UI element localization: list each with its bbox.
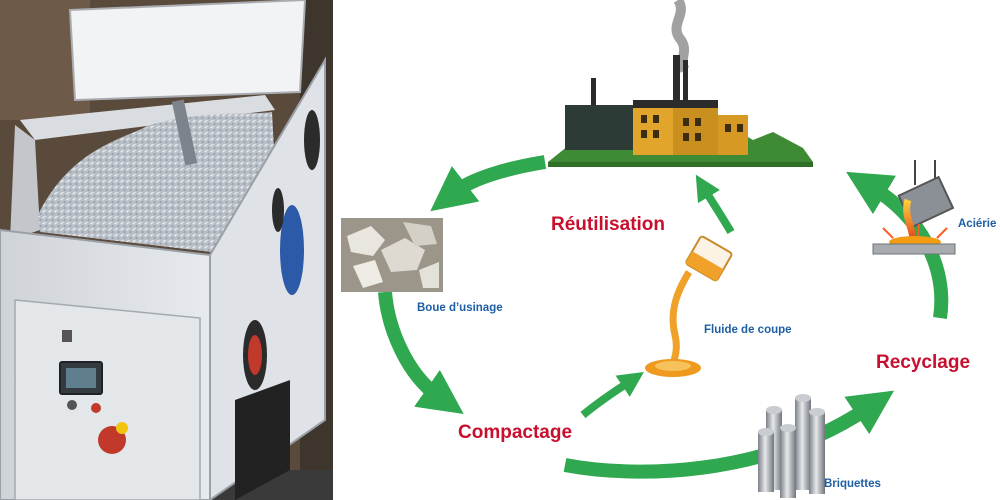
- machine-lid: [68, 0, 307, 102]
- machine-side: [209, 56, 326, 500]
- arrow-compactage-to-recyclage: [563, 390, 895, 479]
- machine-photo: [0, 0, 333, 500]
- item-boue-label: Boue d’usinage: [417, 302, 503, 314]
- stage-compactage-label: Compactage: [458, 422, 573, 443]
- briquettes-illustration: [758, 394, 825, 498]
- stage-reutilisation-label: Réutilisation: [551, 214, 666, 235]
- arrow-fluide-to-reutilisation: [695, 174, 735, 235]
- item-fluide-label: Fluide de coupe: [704, 324, 792, 336]
- recycling-diagram: [341, 0, 956, 498]
- stage-recyclage-label: Recyclage: [876, 352, 971, 373]
- acierie-illustration: [872, 160, 956, 255]
- item-briquettes-label: Briquettes: [824, 478, 881, 490]
- arrow-factory-to-boue: [430, 155, 547, 212]
- boue-image: [341, 218, 443, 292]
- fluide-illustration: [645, 235, 733, 377]
- metal-chips: [38, 112, 280, 260]
- arrow-boue-to-compactage: [378, 291, 464, 415]
- item-acierie-label: Aciérie: [958, 218, 997, 230]
- factory-illustration: [548, 0, 813, 167]
- arrow-compactage-to-fluide: [580, 372, 644, 419]
